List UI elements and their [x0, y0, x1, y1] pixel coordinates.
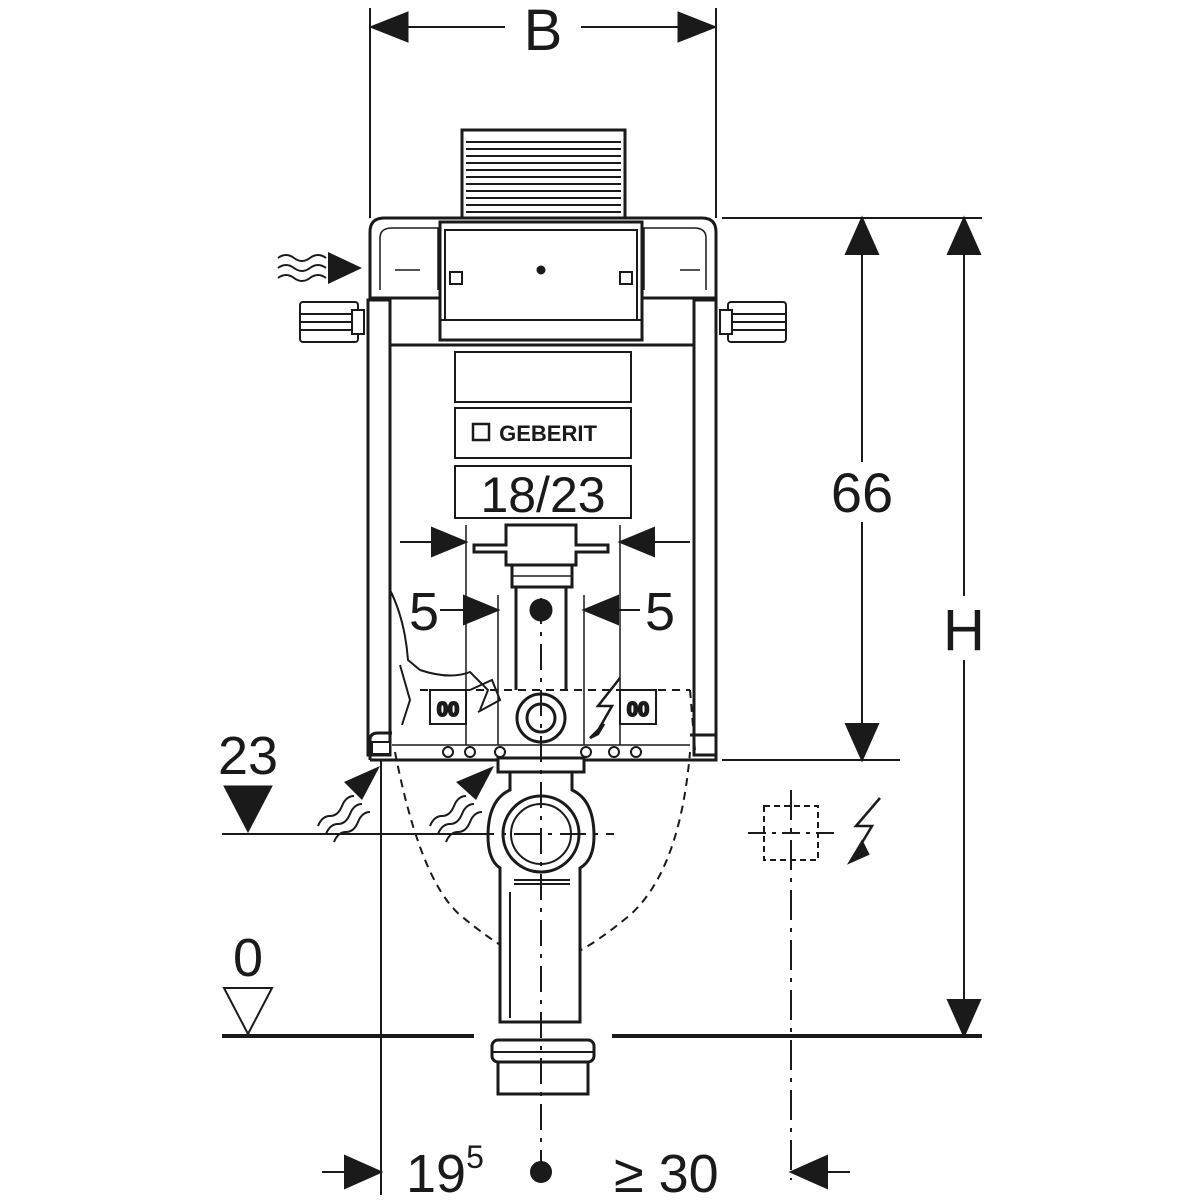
frame	[366, 298, 718, 762]
size-label: 18/23	[480, 467, 605, 523]
floor-level-icon	[222, 987, 274, 1037]
dimension-5-arrows	[440, 594, 640, 745]
level-0-label: 0	[233, 928, 263, 988]
gap-left-label: 5	[409, 582, 439, 642]
drain-cap	[490, 1038, 596, 1096]
mounting-bracket-left	[299, 301, 365, 343]
height-H-label: H	[943, 598, 985, 663]
offset-label: 195	[406, 1139, 484, 1200]
offset-superscript: 5	[466, 1139, 484, 1175]
water-inlet-icon-left	[317, 766, 380, 843]
center-line	[468, 598, 614, 1170]
height-66-label: 66	[831, 461, 893, 524]
actuator-plate	[460, 128, 627, 222]
width-dimension	[368, 5, 718, 218]
electrical-icon-inner	[589, 677, 621, 740]
mounting-bracket-right	[719, 301, 787, 343]
height-dimensions	[722, 215, 992, 1039]
offset-base: 19	[406, 1144, 466, 1200]
size-box	[454, 465, 632, 519]
socket-symbol	[748, 790, 834, 1180]
brand-logo: GEBERIT	[499, 421, 597, 446]
clearance-label: ≥ 30	[614, 1144, 719, 1200]
svg-text:00: 00	[437, 699, 459, 721]
level-23-marker	[222, 785, 470, 835]
level-23-label: 23	[218, 726, 278, 786]
gap-right-label: 5	[645, 582, 675, 642]
cistern	[368, 216, 718, 347]
dimension-18-23-arrows	[400, 525, 690, 745]
width-label: B	[524, 0, 563, 63]
brand-plate: GEBERIT	[454, 351, 632, 459]
frame-fixings	[371, 741, 642, 758]
water-supply-icon	[277, 252, 362, 284]
water-inlet-icon-right	[429, 766, 494, 843]
svg-text:00: 00	[627, 699, 649, 721]
electrical-icon	[846, 797, 881, 865]
bottom-dimensions	[322, 1154, 850, 1190]
